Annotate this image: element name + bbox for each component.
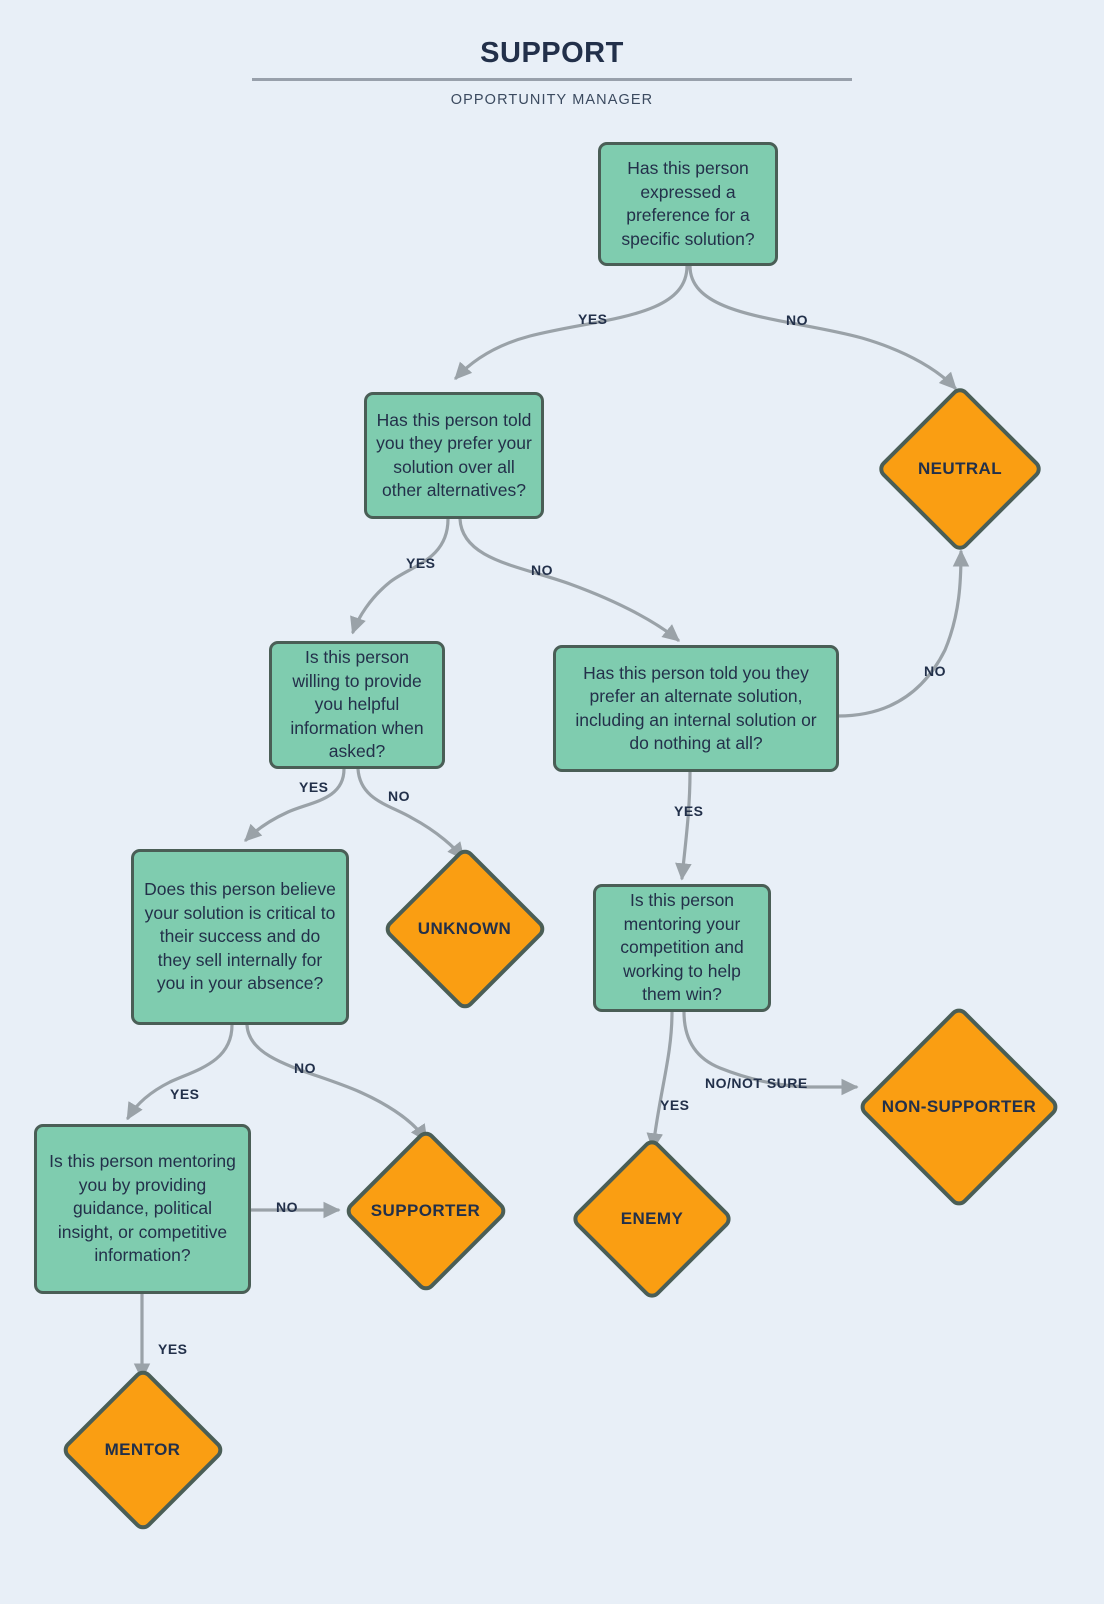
outcome-label: NEUTRAL <box>917 459 1002 478</box>
outcome-label: NON-SUPPORTER <box>881 1097 1037 1116</box>
edge-label-q7-no: NO <box>276 1199 298 1215</box>
edge-q2-yes <box>350 517 450 635</box>
question-box-q2[interactable]: Has this person told you they prefer you… <box>364 392 544 519</box>
edge-q2-no <box>458 517 680 642</box>
edge-label-q6-yes: YES <box>660 1097 690 1113</box>
edge-label-q1-no: NO <box>786 312 808 328</box>
outcome-diamond-supporter[interactable]: SUPPORTER <box>342 1127 509 1294</box>
question-box-q6[interactable]: Is this person mentoring your competitio… <box>593 884 771 1012</box>
question-box-q1[interactable]: Has this person expressed a preference f… <box>598 142 778 266</box>
question-text: Is this person mentoring your competitio… <box>620 890 744 1005</box>
edge-label-q5-no: NO <box>294 1060 316 1076</box>
question-text: Has this person told you they prefer an … <box>575 662 817 754</box>
edge-label-q4-yes: YES <box>674 803 704 819</box>
edge-q4-no <box>836 549 970 718</box>
outcome-diamond-unknown[interactable]: UNKNOWN <box>381 845 548 1012</box>
outcome-diamond-enemy[interactable]: ENEMY <box>569 1136 735 1302</box>
question-box-q5[interactable]: Does this person believe your solution i… <box>131 849 349 1025</box>
edge-label-q1-yes: YES <box>578 311 608 327</box>
edge-label-q7-yes: YES <box>158 1341 188 1357</box>
edge-label-q2-yes: YES <box>406 555 436 571</box>
edge-q5-yes <box>126 1023 234 1121</box>
page-header: SUPPORT OPPORTUNITY MANAGER <box>0 0 1104 108</box>
edge-q4-yes <box>675 770 692 881</box>
question-text: Has this person told you they prefer you… <box>376 409 532 501</box>
outcome-diamond-non-supporter[interactable]: NON-SUPPORTER <box>856 1004 1062 1210</box>
outcome-label: SUPPORTER <box>370 1200 481 1220</box>
edge-q1-yes <box>454 264 689 380</box>
edge-label-q5-yes: YES <box>170 1086 200 1102</box>
page-subtitle: OPPORTUNITY MANAGER <box>450 92 654 108</box>
edge-label-q3-no: NO <box>388 788 410 804</box>
edge-q1-no <box>688 264 957 390</box>
edge-label-q2-no: NO <box>531 562 553 578</box>
question-text: Is this person willing to provide you he… <box>290 647 424 762</box>
edge-label-q3-yes: YES <box>299 779 329 795</box>
edge-q5-no <box>245 1023 428 1143</box>
edge-label-q6-no-not-sure: NO/NOT SURE <box>705 1075 808 1091</box>
title-divider <box>252 78 852 81</box>
page-title: SUPPORT <box>480 37 624 69</box>
question-box-q7[interactable]: Is this person mentoring you by providin… <box>34 1124 251 1294</box>
outcome-diamond-mentor[interactable]: MENTOR <box>59 1366 226 1533</box>
question-text: Has this person expressed a preference f… <box>621 158 755 249</box>
outcome-label: MENTOR <box>104 1439 181 1459</box>
edge-q3-no <box>356 767 465 860</box>
outcome-label: ENEMY <box>620 1209 684 1228</box>
question-text: Is this person mentoring you by providin… <box>49 1151 236 1266</box>
edge-q3-yes <box>244 767 346 842</box>
edge-q6-yes <box>646 1010 674 1151</box>
question-text: Does this person believe your solution i… <box>144 879 336 994</box>
question-box-q4[interactable]: Has this person told you they prefer an … <box>553 645 839 772</box>
question-box-q3[interactable]: Is this person willing to provide you he… <box>269 641 445 769</box>
outcome-diamond-neutral[interactable]: NEUTRAL <box>875 384 1045 554</box>
edge-label-q4-no: NO <box>924 663 946 679</box>
outcome-label: UNKNOWN <box>417 918 512 938</box>
